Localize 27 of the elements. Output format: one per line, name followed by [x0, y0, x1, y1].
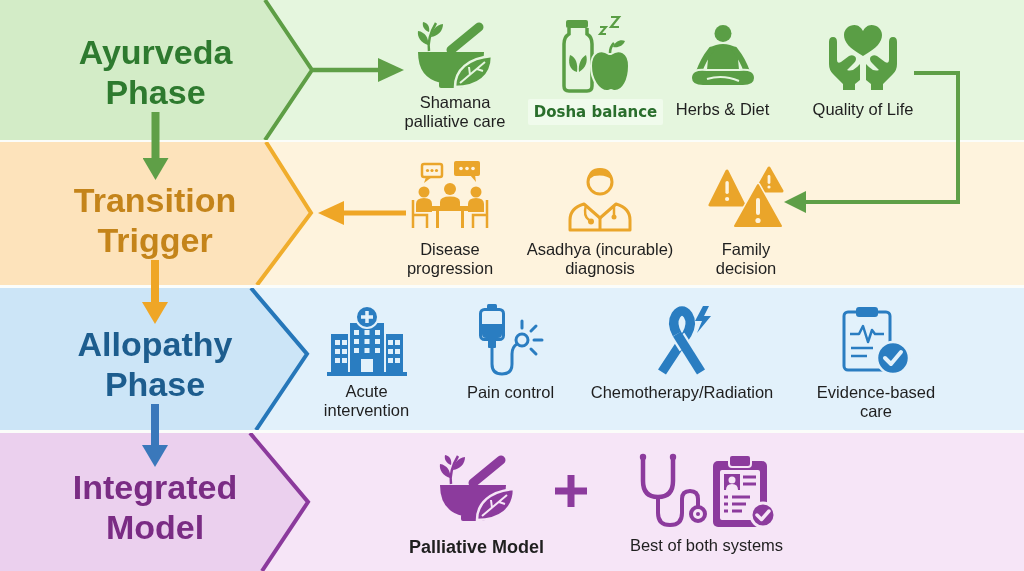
phase-title: Ayurveda Phase [78, 32, 233, 112]
connector-arrow [142, 260, 168, 324]
phase-band [0, 0, 1024, 140]
item-label: Asadhya (incurable) diagnosis [526, 240, 674, 278]
item-label: Quality of Life [812, 100, 914, 119]
item-label: Palliative Model [408, 536, 545, 558]
connector-arrow [318, 201, 406, 225]
connector-arrow [142, 112, 169, 180]
phase-title: Allopathy Phase [77, 324, 233, 404]
item-label: Disease progression [406, 240, 494, 278]
item-label: Family decision [715, 240, 777, 278]
item-label: Pain control [466, 383, 555, 402]
item-label: Dosha balance [528, 99, 663, 125]
phase-band [0, 288, 1024, 430]
phase-title: Integrated Model [72, 467, 238, 547]
item-label: Acute intervention [323, 382, 410, 420]
phase-band [0, 142, 1024, 285]
phase-title: Transition Trigger [73, 180, 237, 260]
item-label: Shamana palliative care [404, 93, 506, 131]
phase-band [0, 433, 1024, 571]
connector-arrow [313, 58, 404, 82]
connector-arrow [784, 71, 960, 213]
item-label: Herbs & Diet [675, 100, 770, 119]
item-label: Evidence-based care [816, 383, 936, 421]
item-label: Chemotherapy/Radiation [590, 383, 774, 402]
connector-arrow [142, 404, 168, 467]
item-label: Best of both systems [629, 536, 784, 555]
